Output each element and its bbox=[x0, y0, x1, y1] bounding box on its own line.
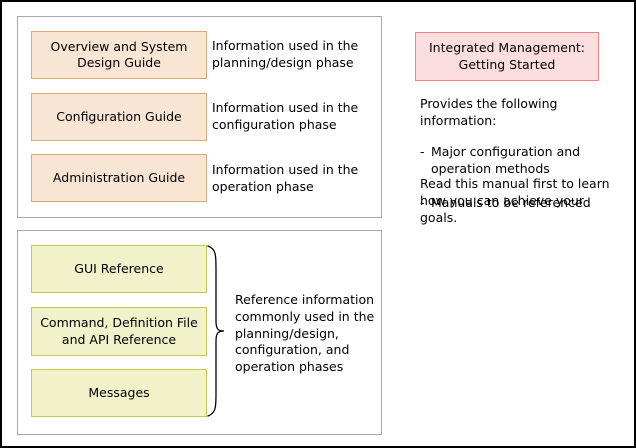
manual-box-messages[interactable]: Messages bbox=[31, 369, 207, 417]
bullet-marker-icon: - bbox=[420, 143, 425, 159]
description-overview-and-system-design-guide: Information used in the planning/design … bbox=[212, 38, 359, 70]
list-item: - Major configuration and operation meth… bbox=[420, 144, 620, 178]
description-configuration-guide: Information used in the configuration ph… bbox=[212, 100, 359, 132]
description-reference-information: Reference information commonly used in t… bbox=[235, 292, 375, 374]
closing-text: Read this manual first to learn how you … bbox=[420, 176, 610, 225]
manual-box-overview-and-system-design-guide[interactable]: Overview and System Design Guide bbox=[31, 31, 207, 79]
list-item-label: Manuals to be referenced bbox=[431, 194, 591, 210]
manual-box-integrated-management-getting-started[interactable]: Integrated Management: Getting Started bbox=[415, 32, 599, 81]
manual-box-administration-guide[interactable]: Administration Guide bbox=[31, 154, 207, 202]
list-item: - Manuals to be referenced bbox=[420, 195, 620, 212]
manual-box-gui-reference[interactable]: GUI Reference bbox=[31, 245, 207, 293]
provides-bullet-list: - Major configuration and operation meth… bbox=[420, 127, 620, 228]
bullet-marker-icon: - bbox=[420, 194, 425, 210]
manual-box-configuration-guide[interactable]: Configuration Guide bbox=[31, 93, 207, 141]
list-item-label: Major configuration and operation method… bbox=[431, 143, 581, 176]
provides-heading: Provides the following information: bbox=[420, 96, 558, 128]
curly-brace-icon bbox=[207, 245, 225, 417]
manual-box-command-definition-file-and-api-reference[interactable]: Command, Definition File and API Referen… bbox=[31, 307, 207, 356]
description-administration-guide: Information used in the operation phase bbox=[212, 162, 359, 194]
